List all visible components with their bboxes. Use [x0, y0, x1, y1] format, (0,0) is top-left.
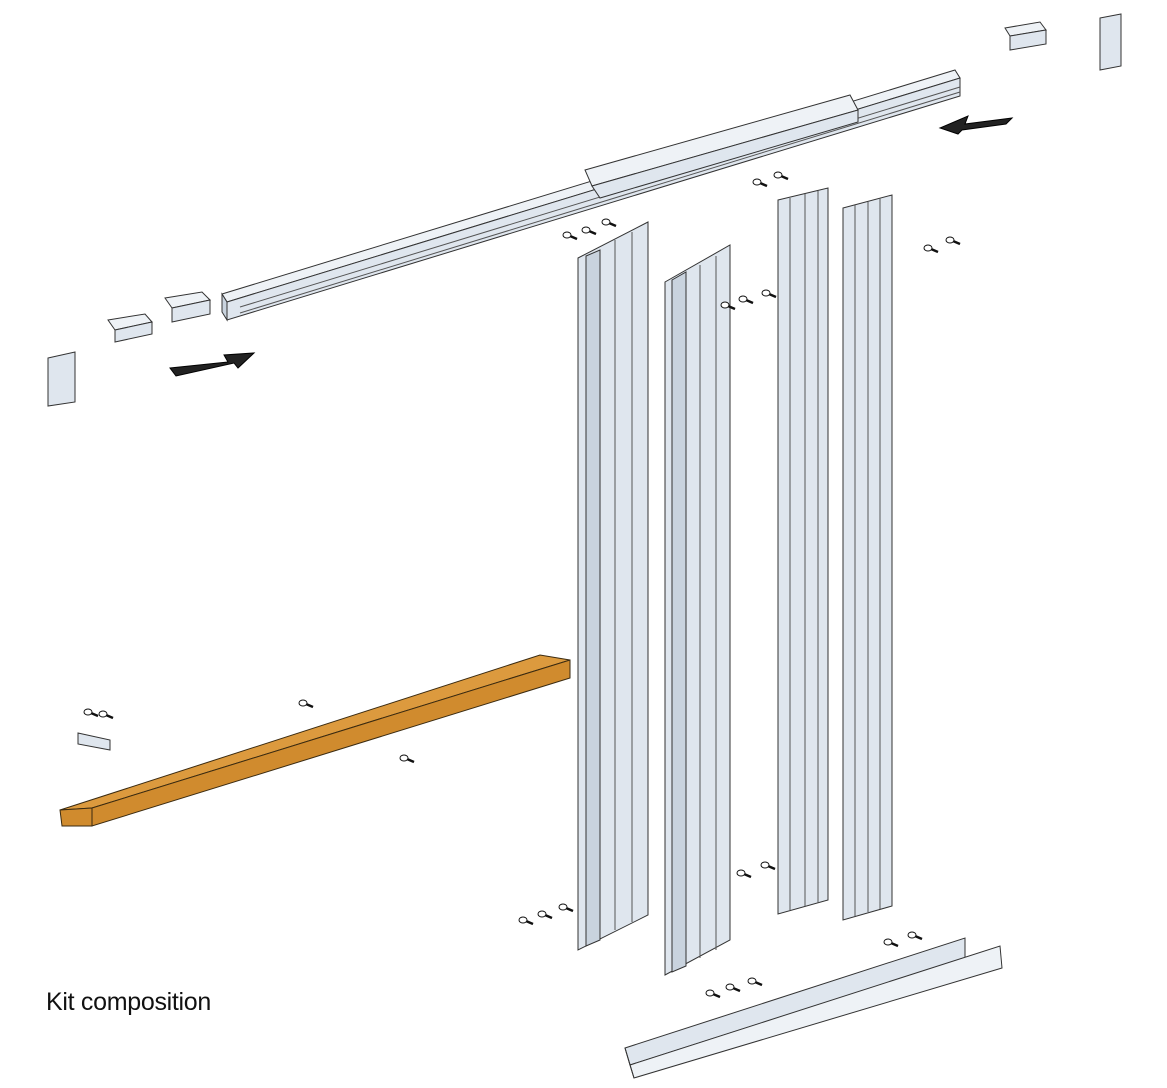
screw-icon: [738, 295, 754, 305]
screw-icon: [720, 301, 736, 311]
arrow-left-icon: [938, 115, 1014, 135]
screw-icon: [705, 989, 721, 999]
screw-icon: [562, 231, 578, 241]
screws: [83, 171, 961, 999]
caption: Kit composition: [46, 988, 212, 1016]
screw-icon: [98, 710, 114, 720]
top-rail: [221, 69, 961, 322]
screw-icon: [945, 236, 961, 246]
screw-icon: [558, 903, 574, 913]
screw-icon: [760, 861, 776, 871]
rail-brackets: [47, 13, 1122, 751]
screw-icon: [537, 910, 553, 920]
screw-icon: [83, 708, 99, 718]
screw-icon: [581, 226, 597, 236]
screw-icon: [752, 178, 768, 188]
screw-icon: [747, 977, 763, 987]
wood-beam: [59, 654, 571, 827]
screw-icon: [736, 869, 752, 879]
screw-icon: [601, 218, 617, 228]
screw-icon: [399, 754, 415, 764]
screw-icon: [773, 171, 789, 181]
screw-icon: [761, 289, 777, 299]
screw-icon: [518, 916, 534, 926]
screw-icon: [725, 983, 741, 993]
screw-icon: [298, 699, 314, 709]
arrow-right-icon: [169, 352, 256, 377]
screw-icon: [883, 938, 899, 948]
bottom-rail: [624, 937, 1003, 1079]
screw-icon: [907, 931, 923, 941]
screw-icon: [923, 244, 939, 254]
vertical-posts: [577, 187, 893, 976]
